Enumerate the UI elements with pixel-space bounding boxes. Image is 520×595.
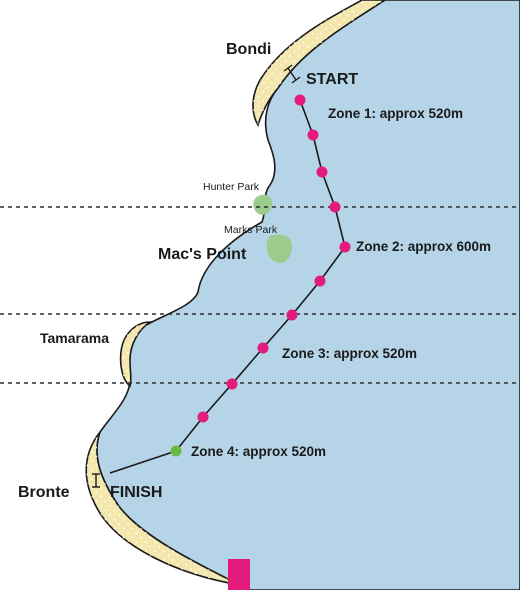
park-label-marks: Marks Park bbox=[224, 224, 278, 236]
route-marker-last bbox=[170, 445, 182, 457]
route-marker bbox=[294, 94, 306, 106]
route-marker bbox=[316, 166, 328, 178]
place-label-bondi: Bondi bbox=[226, 41, 271, 58]
start-marker-icon bbox=[283, 64, 301, 84]
swim-route bbox=[109, 99, 346, 474]
park-label-hunter: Hunter Park bbox=[203, 181, 260, 193]
hunter-park bbox=[253, 194, 273, 215]
place-label-tamarama: Tamarama bbox=[40, 330, 109, 346]
route-marker bbox=[197, 411, 209, 423]
place-label-bronte: Bronte bbox=[18, 484, 70, 501]
route-marker bbox=[329, 201, 341, 213]
route-marker bbox=[286, 309, 298, 321]
zone-label-4: Zone 4: approx 520m bbox=[191, 444, 326, 459]
zone-label-2: Zone 2: approx 600m bbox=[356, 239, 491, 254]
route-start-label: START bbox=[306, 71, 358, 88]
bronte-beach-dots bbox=[86, 432, 240, 585]
marks-park bbox=[266, 234, 292, 264]
bondi-beach-dots bbox=[253, 0, 385, 125]
route-finish-label: FINISH bbox=[110, 484, 162, 501]
route-marker bbox=[339, 241, 351, 253]
place-label-macs-point: Mac's Point bbox=[158, 246, 247, 263]
pink-marker-shape bbox=[228, 559, 250, 590]
route-marker bbox=[226, 378, 238, 390]
finish-marker-icon bbox=[92, 473, 100, 488]
zone-label-1: Zone 1: approx 520m bbox=[328, 106, 463, 121]
zone-label-3: Zone 3: approx 520m bbox=[282, 346, 417, 361]
route-marker bbox=[314, 275, 326, 287]
route-marker bbox=[307, 129, 319, 141]
tamarama-beach-dots bbox=[120, 322, 150, 386]
route-marker bbox=[257, 342, 269, 354]
